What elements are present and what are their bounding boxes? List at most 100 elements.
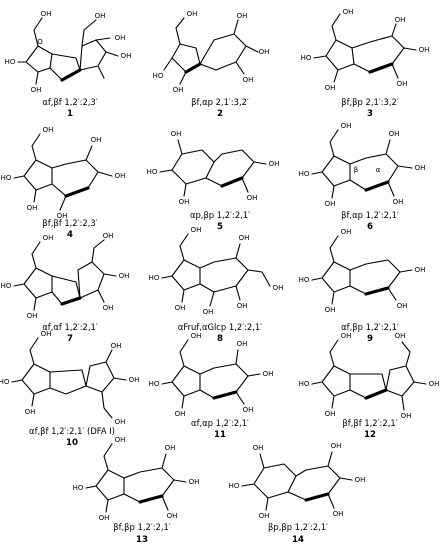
oh-label: OH — [191, 226, 202, 234]
ho-label: HO — [5, 58, 16, 66]
structure-7: OH HO OH OH OH OH — [1, 232, 130, 320]
oh-label: OH — [175, 410, 186, 418]
structure-12: OH HO OH OH OH OH — [299, 332, 440, 420]
oh-label: OH — [175, 304, 186, 312]
ho-label: HO — [299, 380, 310, 388]
structure-10: OH HO OH OH OH OH — [0, 330, 139, 426]
oh-label: OH — [243, 406, 254, 414]
compound-number: 9 — [367, 334, 373, 344]
ho-label: HO — [229, 482, 240, 490]
oh-label: OH — [259, 48, 270, 56]
oh-label: OH — [115, 418, 126, 426]
oh-label: OH — [341, 332, 352, 340]
oh-label: OH — [237, 340, 248, 348]
oh-label: OH — [91, 136, 102, 144]
oh-label: OH — [419, 46, 430, 54]
oh-label: OH — [115, 436, 126, 444]
oh-label: OH — [333, 510, 344, 518]
oh-label: OH — [119, 272, 130, 280]
compound-label: αf,βf 1,2′:2,3′ — [42, 97, 97, 107]
oh-label: OH — [115, 172, 126, 180]
structure-1: OH HO OH O OH OH OH — [5, 10, 132, 94]
oh-label: OH — [187, 10, 198, 18]
structure-4: OH HO OH OH OH OH — [1, 126, 126, 220]
oh-label: OH — [111, 342, 122, 350]
structure-14: OH HO OH OH OH OH — [229, 442, 366, 520]
compound-number: 12 — [364, 430, 376, 440]
compound-label: βf,βf 1,2′:2,1′ — [342, 418, 397, 428]
oh-label: OH — [57, 212, 68, 220]
oh-label: OH — [393, 198, 404, 206]
ho-label: HO — [301, 54, 312, 62]
oh-label: OH — [25, 408, 36, 416]
oh-label: OH — [253, 444, 264, 452]
structure-13: OH HO OH OH OH OH — [73, 436, 200, 522]
oh-label: OH — [325, 200, 336, 208]
compound-label: βf,βp 1,2′:2,1′ — [113, 522, 171, 532]
oh-label: OH — [43, 234, 54, 242]
oh-label: OH — [389, 130, 400, 138]
oh-label: OH — [269, 160, 280, 168]
compound-number: 6 — [367, 222, 373, 232]
compound-label: βp,βp 1,2′:2,1′ — [268, 522, 328, 532]
oh-label: OH — [43, 126, 54, 134]
compound-label: αFruf,αGlcp 1,2′:2,1′ — [178, 322, 262, 332]
ho-label: HO — [153, 72, 164, 80]
oh-label: OH — [341, 228, 352, 236]
structure-5: OH HO OH OH OH — [147, 130, 280, 206]
oh-label: OH — [429, 380, 440, 388]
oh-label: OH — [41, 330, 52, 338]
compound-label: αf,αf 1,2′:2,1′ — [42, 322, 98, 332]
oh-label: OH — [343, 8, 354, 16]
compound-number: 11 — [214, 430, 226, 440]
compound-number: 13 — [136, 535, 148, 545]
oh-label: OH — [27, 204, 38, 212]
compound-label: αf,βp 1,2′:2,1′ — [341, 322, 399, 332]
oh-label: OH — [95, 12, 106, 20]
compound-label: αp,βp 1,2′:2,1′ — [190, 210, 250, 220]
ho-label: HO — [1, 174, 12, 182]
compound-number: 2 — [217, 109, 223, 119]
ho-label: HO — [299, 276, 310, 284]
ho-label: HO — [73, 484, 84, 492]
compound-label: αf,αp 1,2′:2,1′ — [191, 418, 249, 428]
oh-label: OH — [203, 308, 214, 316]
ho-label: HO — [149, 380, 160, 388]
structure-11: OH HO OH OH OH OH — [149, 332, 274, 418]
oh-label: OH — [189, 478, 200, 486]
oh-label: OH — [27, 312, 38, 320]
oh-label: OH — [325, 306, 336, 314]
compound-number: 3 — [367, 109, 373, 119]
oh-label: OH — [179, 198, 190, 206]
oh-label: OH — [341, 122, 352, 130]
beta-marker: β — [354, 166, 358, 174]
oh-label: OH — [243, 76, 254, 84]
oh-label: OH — [273, 284, 284, 292]
oh-label: OH — [263, 370, 274, 378]
ho-label: HO — [0, 378, 10, 386]
ho-label: HO — [1, 282, 12, 290]
oh-label: OH — [103, 232, 114, 240]
ho-label: HO — [147, 168, 158, 176]
oh-label: OH — [191, 332, 202, 340]
oh-label: OH — [165, 444, 176, 452]
oh-label: OH — [331, 442, 342, 450]
compound-label: βf,βf 1,2′:2,3′ — [42, 218, 97, 228]
oh-label: OH — [325, 84, 336, 92]
alpha-marker: α — [376, 166, 381, 174]
oh-label: OH — [237, 12, 248, 20]
compound-number: 8 — [217, 334, 223, 344]
compound-label: βf,αp 1,2′:2,1′ — [341, 210, 399, 220]
ho-label: HO — [299, 170, 310, 178]
oh-label: OH — [173, 86, 184, 94]
oh-label: OH — [397, 302, 408, 310]
oh-label: OH — [401, 412, 412, 420]
compound-number: 7 — [67, 334, 73, 344]
oh-label: OH — [237, 302, 248, 310]
compound-number: 10 — [66, 438, 78, 448]
compound-number: 5 — [217, 222, 223, 232]
oh-label: OH — [395, 16, 406, 24]
structure-2: OH HO OH OH OH OH — [153, 10, 270, 94]
oh-label: OH — [415, 164, 426, 172]
compound-number: 4 — [67, 230, 73, 240]
